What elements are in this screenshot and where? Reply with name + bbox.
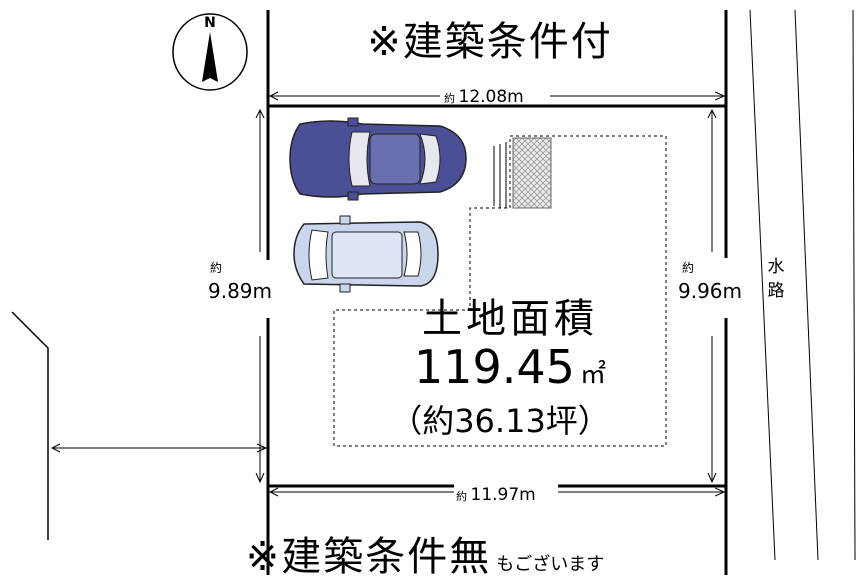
footer-condition-text: ※建築条件無 — [246, 534, 492, 576]
land-tsubo-text: （約36.13坪） — [390, 402, 610, 440]
header-condition-text: ※建築条件付 — [367, 19, 613, 65]
land-area-unit: ㎡ — [580, 360, 606, 390]
svg-text:※建築条件無 もございます: ※建築条件無 もございます — [246, 534, 605, 576]
porch-hatched-area — [512, 137, 552, 209]
right-dimension-value: 9.96m — [678, 279, 742, 303]
top-dimension-prefix: 約 — [444, 91, 455, 105]
footer-suffix-text: もございます — [496, 553, 604, 575]
car-icon-light — [293, 215, 439, 293]
land-area-number: 119.45 — [414, 340, 575, 394]
north-arrow-icon — [202, 32, 218, 82]
bottom-dimension-value: 11.97m — [471, 485, 536, 505]
building-outline — [333, 135, 667, 447]
waterway-label-1: 水 — [768, 257, 785, 277]
top-dimension-value: 12.08m — [459, 87, 524, 107]
land-title: 土地面積 — [422, 296, 598, 342]
entrance-steps — [493, 142, 507, 208]
north-label: N — [204, 15, 216, 31]
compass: N — [172, 13, 248, 91]
neighbor-lines — [11, 311, 49, 540]
svg-text:約 12.08m: 約 12.08m — [444, 87, 524, 107]
waterway-label-2: 路 — [768, 281, 785, 301]
right-dimension-prefix: 約 — [682, 260, 694, 275]
svg-text:約 11.97m: 約 11.97m — [456, 485, 536, 505]
left-dimension-value: 9.89m — [208, 279, 272, 303]
waterway-lines — [749, 9, 856, 561]
svg-text:119.45 ㎡: 119.45 ㎡ — [414, 340, 606, 394]
left-dimension-prefix: 約 — [210, 260, 222, 275]
car-icon-blue — [289, 117, 467, 201]
bottom-dimension-prefix: 約 — [456, 489, 467, 503]
